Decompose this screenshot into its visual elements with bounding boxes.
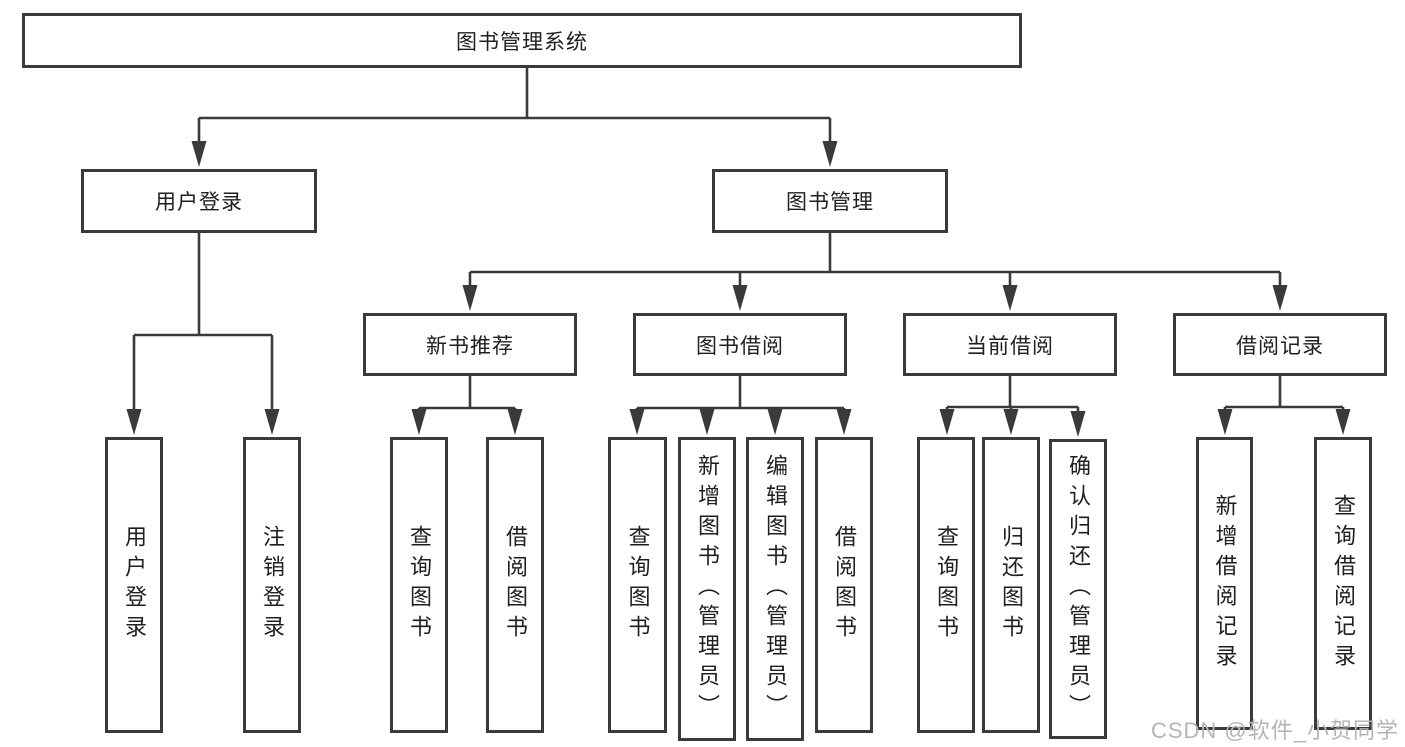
arrowheads	[126, 141, 1351, 437]
node-label: 归还图书	[999, 525, 1024, 645]
node-book-management: 图书管理	[712, 169, 948, 233]
node-label: 查询图书	[625, 525, 651, 645]
watermark: CSDN @软件_小贺同学	[1150, 718, 1399, 743]
arrow-down-icon	[462, 285, 478, 311]
arrow-down-icon	[191, 141, 207, 167]
arrow-down-icon	[732, 285, 748, 311]
arrow-down-icon	[1335, 409, 1351, 435]
connector-bookborrow-to-leaves	[635, 376, 846, 416]
connector-userlogin-to-leaves	[132, 233, 274, 414]
arrow-down-icon	[1002, 285, 1018, 311]
arrow-down-icon	[1070, 411, 1086, 437]
node-user-login: 用户登录	[81, 169, 317, 233]
leaf-return-books: 归还图书	[982, 437, 1040, 733]
node-label: 借阅记录	[1236, 334, 1324, 358]
leaf-query-books-recommend: 查询图书	[390, 437, 448, 733]
leaf-borrow-books-borrowing: 借阅图书	[815, 437, 873, 733]
leaf-query-books-borrowing: 查询图书	[608, 437, 667, 733]
node-label: 借阅图书	[832, 525, 857, 645]
node-label: 借阅图书	[503, 525, 528, 645]
node-label: 新增借阅记录	[1212, 493, 1238, 674]
connector-root-to-level2	[197, 68, 832, 146]
node-label: 查询借阅记录	[1331, 493, 1356, 674]
node-new-book-recommendation: 新书推荐	[363, 313, 577, 376]
leaf-query-borrow-record: 查询借阅记录	[1314, 437, 1372, 730]
node-current-borrowing: 当前借阅	[903, 313, 1117, 376]
node-label: 新书推荐	[426, 334, 514, 358]
arrow-down-icon	[822, 141, 838, 167]
node-label: 编辑图书（管理员）	[763, 454, 788, 724]
leaf-confirm-return-admin: 确认归还（管理员）	[1049, 439, 1107, 739]
leaf-user-login: 用户登录	[105, 437, 163, 733]
leaf-logout-login: 注销登录	[243, 437, 301, 733]
arrow-down-icon	[836, 409, 852, 435]
connector-borrowrecords-to-leaves	[1223, 376, 1345, 416]
arrow-down-icon	[1272, 285, 1288, 311]
arrow-down-icon	[126, 409, 142, 435]
arrow-down-icon	[767, 409, 783, 435]
arrow-down-icon	[411, 409, 427, 435]
node-label: 图书借阅	[696, 334, 784, 358]
leaf-borrow-books-recommend: 借阅图书	[486, 437, 544, 733]
node-label: 查询图书	[934, 525, 959, 645]
arrow-down-icon	[507, 409, 523, 435]
node-library-management-system: 图书管理系统	[22, 13, 1022, 68]
node-label: 图书管理系统	[456, 30, 588, 54]
arrow-down-icon	[939, 409, 955, 435]
node-label: 图书管理	[786, 191, 874, 214]
arrow-down-icon	[629, 409, 645, 435]
node-book-borrowing: 图书借阅	[633, 313, 847, 376]
node-label: 新增图书（管理员）	[695, 454, 720, 724]
node-label: 确认归还（管理员）	[1066, 454, 1091, 724]
arrow-down-icon	[1217, 409, 1233, 435]
leaf-add-borrow-record: 新增借阅记录	[1196, 437, 1253, 730]
node-borrowing-records: 借阅记录	[1173, 313, 1387, 376]
arrow-down-icon	[1003, 409, 1019, 435]
arrow-down-icon	[699, 409, 715, 435]
node-label: 用户登录	[122, 525, 147, 645]
leaf-query-books-current: 查询图书	[917, 437, 975, 733]
node-label: 查询图书	[407, 525, 432, 645]
connector-bookmgmt-to-level3	[468, 233, 1282, 290]
node-label: 注销登录	[260, 525, 285, 645]
leaf-edit-book-admin: 编辑图书（管理员）	[746, 437, 804, 741]
leaf-add-book-admin: 新增图书（管理员）	[678, 437, 736, 741]
node-label: 当前借阅	[966, 334, 1054, 358]
connector-newbook-to-leaves	[417, 376, 517, 416]
node-label: 用户登录	[155, 191, 243, 214]
arrow-down-icon	[264, 409, 280, 435]
